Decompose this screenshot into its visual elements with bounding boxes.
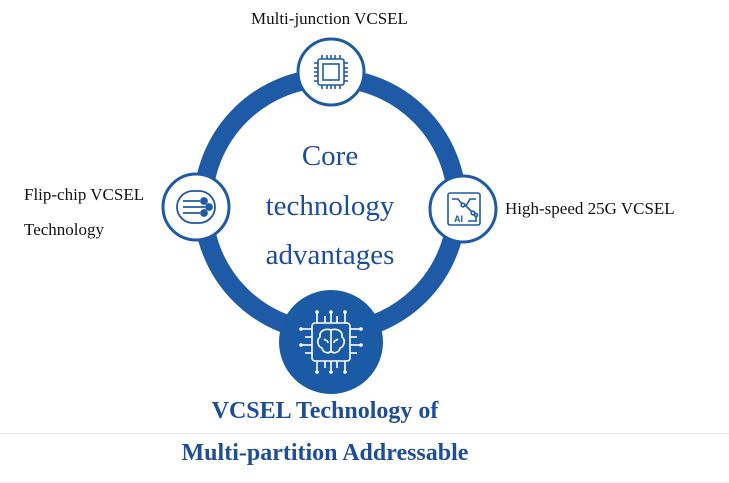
left-node <box>161 172 231 242</box>
brain-chip-icon <box>302 313 360 371</box>
top-node <box>296 37 366 107</box>
title-line2: Multi-partition Addressable <box>181 440 469 466</box>
ai-circuit-icon <box>447 192 481 226</box>
left-node-label-line1: Flip-chip VCSEL <box>24 185 145 204</box>
chip-icon <box>314 55 348 89</box>
center-text-line1: Core <box>301 140 359 172</box>
ai-icon-text: AI <box>454 214 463 224</box>
bottom-node <box>279 290 383 394</box>
right-node-label: High-speed 25G VCSEL <box>505 199 675 218</box>
top-node-label: Multi-junction VCSEL <box>251 9 408 28</box>
left-node-label-line2: Technology <box>24 220 105 239</box>
frame-line-top <box>0 433 729 434</box>
center-text-line2: technology <box>265 190 395 222</box>
flip-chip-icon <box>176 190 216 224</box>
center-text-line3: advantages <box>265 239 395 271</box>
right-node: AI <box>428 174 498 244</box>
title-line1: VCSEL Technology of <box>211 398 439 424</box>
